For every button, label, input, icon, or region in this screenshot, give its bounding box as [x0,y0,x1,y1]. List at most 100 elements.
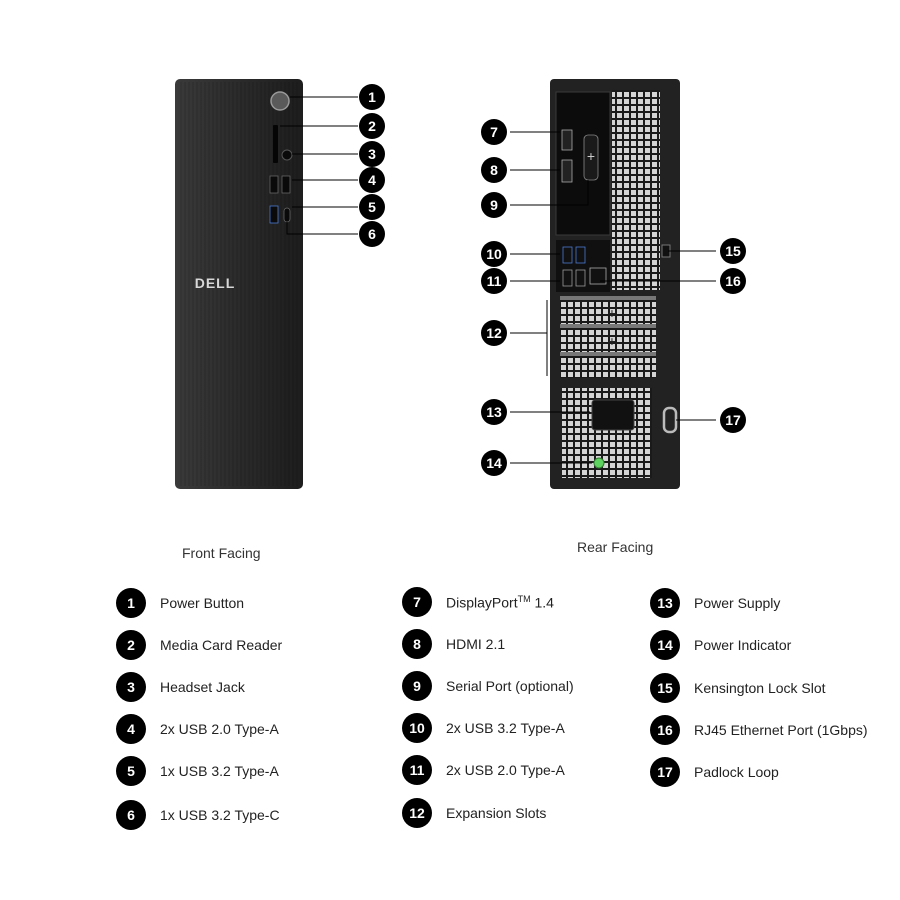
legend-label-text: 2x USB 2.0 Type-A [446,762,565,778]
callout-number: 13 [486,404,502,420]
legend-badge: 17 [650,757,680,787]
callout-number: 8 [490,162,498,178]
legend-badge: 10 [402,713,432,743]
callout-circle [481,119,507,145]
callout-circle [481,320,507,346]
callout-circle [359,167,385,193]
callout-circle [720,407,746,433]
legend-label-text: HDMI 2.1 [446,636,506,652]
callout-badge-17: 17 [720,407,746,433]
callout-badge-16: 16 [720,268,746,294]
legend-label: Power Supply [694,595,780,611]
legend-badge: 7 [402,587,432,617]
legend-label-text: Expansion Slots [446,805,547,821]
legend-label-text: Padlock Loop [694,764,779,780]
callout-number: 7 [490,124,498,140]
legend-label-text: Serial Port (optional) [446,678,574,694]
rear-leaders [510,131,716,464]
callout-number: 12 [486,325,502,341]
legend-label: HDMI 2.1 [446,636,505,652]
callout-badge-13: 13 [481,399,507,425]
legend-label-text: Power Indicator [694,637,792,653]
legend-label: DisplayPortTM 1.4 [446,594,554,611]
legend-label-text: 2x USB 3.2 Type-A [446,720,565,736]
headset-jack-icon [281,149,293,161]
usb3-port-icon [269,205,279,224]
legend-label: 1x USB 3.2 Type-C [160,807,280,823]
legend-label-text: Headset Jack [160,679,245,695]
power-button-icon[interactable] [270,91,290,111]
power-indicator-icon [593,457,605,469]
front-caption: Front Facing [182,545,261,561]
callout-number: 16 [725,273,741,289]
legend-label-text: 1x USB 3.2 Type-C [160,807,280,823]
legend-label-sup: TM [517,593,531,604]
callout-badge-10: 10 [481,241,507,267]
callout-number: 14 [486,455,502,471]
usb2-port-a-icon [269,175,279,194]
callout-number: 2 [368,118,376,134]
legend-badge: 13 [650,588,680,618]
legend-badge: 8 [402,629,432,659]
legend-badge: 11 [402,755,432,785]
legend-label: 2x USB 2.0 Type-A [160,721,279,737]
legend-label-text: 1x USB 3.2 Type-A [160,763,279,779]
legend-badge: 1 [116,588,146,618]
legend-badge: 5 [116,756,146,786]
legend-label: Power Indicator [694,637,791,653]
callout-number: 17 [725,412,741,428]
rear-tower: + + + [510,79,716,489]
legend-item-15: 15 Kensington Lock Slot [650,673,826,703]
legend-item-10: 10 2x USB 3.2 Type-A [402,713,565,743]
legend-badge: 9 [402,671,432,701]
callout-circle [481,399,507,425]
legend-label: Expansion Slots [446,805,546,821]
callout-circle [481,157,507,183]
callout-circle [720,238,746,264]
legend-item-1: 1 Power Button [116,588,244,618]
legend-item-8: 8 HDMI 2.1 [402,629,505,659]
callout-circle [720,268,746,294]
legend-label-text: Kensington Lock Slot [694,680,826,696]
legend-item-7: 7 DisplayPortTM 1.4 [402,587,554,617]
callout-circle [359,221,385,247]
callout-badge-8: 8 [481,157,507,183]
legend-item-11: 11 2x USB 2.0 Type-A [402,755,565,785]
callout-number: 9 [490,197,498,213]
callout-badge-3: 3 [359,141,385,167]
callout-badge-5: 5 [359,194,385,220]
callout-badge-6: 6 [359,221,385,247]
legend-label: Power Button [160,595,244,611]
callout-number: 11 [487,273,502,289]
callout-number: 3 [368,146,376,162]
legend-label: RJ45 Ethernet Port (1Gbps) [694,722,868,738]
legend-badge: 3 [116,672,146,702]
usb-c-port-icon [283,207,291,223]
legend-label-text: Media Card Reader [160,637,283,653]
rear-grille-upper [612,90,660,290]
callout-badge-7: 7 [481,119,507,145]
callout-circle [481,192,507,218]
rear-usb2-a-icon [562,269,573,287]
callout-number: 4 [368,172,376,188]
legend-badge: 15 [650,673,680,703]
rear-caption: Rear Facing [577,539,654,555]
callout-badge-1: 1 [359,84,385,110]
legend-badge: 14 [650,630,680,660]
svg-text:+: + [608,333,616,349]
legend-label: Padlock Loop [694,764,779,780]
callout-circle [359,113,385,139]
callout-circle [481,268,507,294]
front-tower: DELL [175,79,358,489]
callout-badge-4: 4 [359,167,385,193]
legend-label: Media Card Reader [160,637,282,653]
callout-circle [481,241,507,267]
legend-label-text: DisplayPort [446,594,518,611]
displayport-icon [561,129,573,151]
callout-badge-2: 2 [359,113,385,139]
power-socket-icon [591,399,635,431]
